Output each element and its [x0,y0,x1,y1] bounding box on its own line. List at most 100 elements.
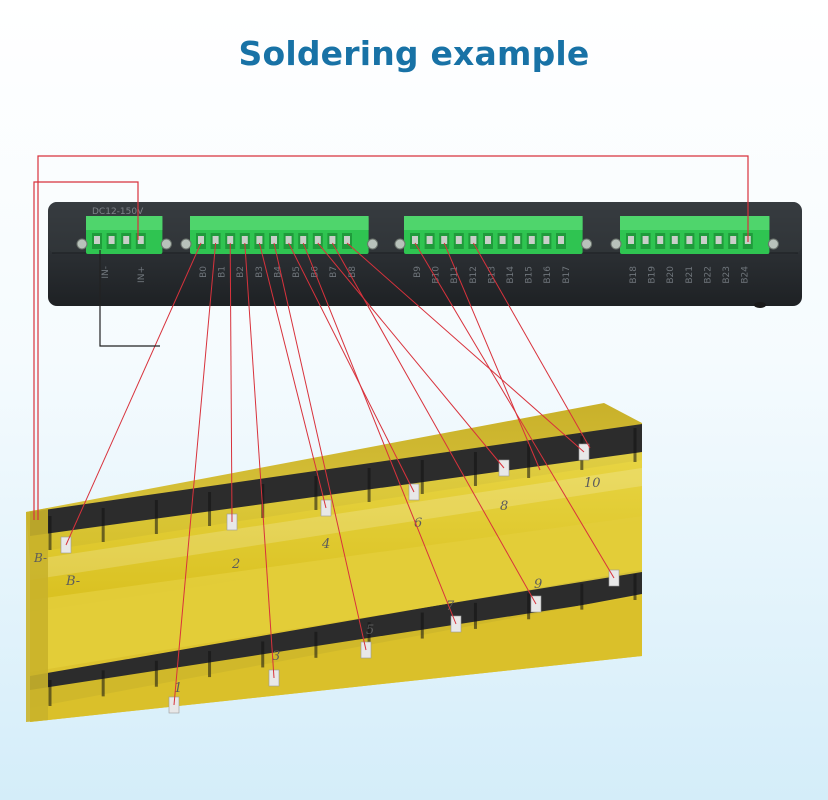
cell-mark: 8 [500,499,508,514]
sense-wire [65,242,202,546]
cell-mark: B- [65,574,80,589]
terminal-screw [441,236,448,244]
terminal-block-2-top [404,216,583,230]
tape-band-bottom [30,596,642,722]
sense-wire [317,242,505,469]
mount-screw-icon [610,238,622,250]
terminal-blocks [76,216,779,254]
pin-label: B9 [413,266,423,278]
terminal-block-3-top [620,216,770,230]
sense-wires [65,242,615,706]
terminal-screw [730,236,737,244]
cell-mark: 6 [414,516,422,531]
battery-left-label: B- [33,551,47,565]
sense-wire [288,242,415,493]
sense-wire [472,242,591,449]
page-title: Soldering example [238,34,590,73]
terminal-screw [94,236,100,244]
terminal-screw [686,236,693,244]
pin-label: B5 [292,266,302,278]
terminal-screw [543,236,550,244]
pin-label: B6 [311,266,321,278]
cell-ridges [48,428,637,706]
b-minus-wire [33,181,139,520]
pin-label: B22 [703,266,713,284]
mount-screw-icon [581,238,593,250]
power-lead-wire [99,250,160,347]
pin-label: B0 [199,266,209,278]
power-terminal-top [86,216,163,230]
wrap-highlight [30,468,642,580]
device-foot [754,302,766,308]
pin-label: B2 [236,266,246,278]
sense-wire [302,242,457,625]
pin-label: B10 [432,266,442,284]
terminal-screw [212,236,219,244]
pin-label: B19 [648,266,658,284]
sense-wire [258,242,327,509]
sense-wire [331,242,537,605]
pin-label: B12 [469,266,479,284]
sense-wire [244,242,275,679]
cell-mark: 4 [321,537,330,552]
terminal-screw [485,236,491,244]
mount-screw-icon [180,238,192,250]
pin-label: B3 [255,266,265,278]
terminal-screw [329,236,336,244]
power-label: DC12-150V [92,207,144,217]
pin-label: B4 [273,266,283,278]
terminal-screw [470,236,477,244]
terminal-screw [701,236,707,244]
tape-band-top [30,452,642,612]
terminal-screw [528,236,535,244]
terminal-screw [455,236,462,244]
pin-label: IN- [101,266,111,279]
pin-label: B7 [329,266,339,278]
terminal-screw [426,236,433,244]
terminal-screw [344,236,350,244]
terminal-screw [558,236,564,244]
pin-label: B11 [450,266,460,284]
mount-screw-icon [394,238,406,250]
pin-label: B8 [348,266,358,278]
terminal-screw [657,236,664,244]
sense-wire [273,242,367,651]
terminal-block-1 [180,216,379,254]
sense-wire [229,242,233,523]
sense-wire [346,242,585,453]
pin-label: B23 [722,266,732,284]
terminal-screw [137,236,144,244]
terminal-block-3 [610,216,779,254]
cell-mark: 7 [446,599,455,614]
battery-left-end [26,508,48,722]
terminal-screw [671,236,678,244]
pin-label: B14 [506,266,516,284]
terminal-screw [108,236,115,244]
pin-label: IN+ [137,266,147,283]
power-terminal [76,216,172,254]
terminal-screw [256,236,263,244]
cell-mark: 1 [174,681,182,696]
terminal-screw [499,236,506,244]
terminal-screw [642,236,649,244]
cell-mark: 9 [534,577,542,592]
pin-label: B16 [543,266,553,284]
b24-wire [37,155,749,520]
mount-screw-icon [160,238,172,250]
pin-label: B13 [487,266,497,284]
terminal-screw [271,236,277,244]
tape-band-middle [30,516,642,672]
pin-label: B24 [741,266,751,284]
pin-label: B17 [562,266,572,284]
terminal-screw [123,236,130,244]
terminal-screw [285,236,292,244]
terminal-screw [241,236,248,244]
mount-screw-icon [767,238,779,250]
terminal-block-2 [394,216,593,254]
pin-label: B20 [666,266,676,284]
cell-mark: 2 [231,557,240,572]
